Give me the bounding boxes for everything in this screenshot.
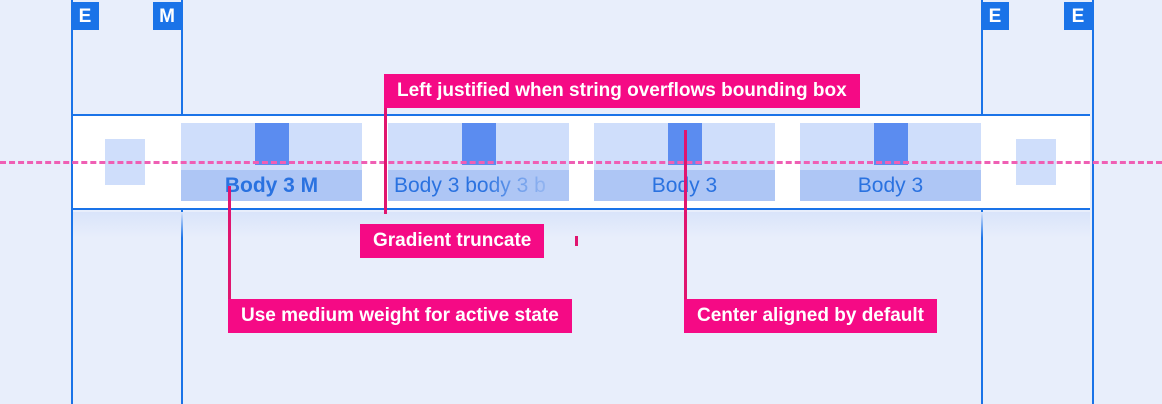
tab-icon-square bbox=[461, 123, 496, 165]
callout-overflow: Left justified when string overflows bou… bbox=[384, 74, 860, 108]
leader-line-center-aligned bbox=[684, 130, 687, 300]
tab-text-band: Body 3 M bbox=[181, 170, 362, 201]
leader-line-gradient bbox=[575, 236, 578, 246]
tab-text-band: Body 3 bbox=[800, 170, 981, 201]
tab-label-2: Body 3 body 3 b bbox=[394, 174, 546, 197]
marker-chip-m: M bbox=[153, 2, 181, 30]
baseline-guide bbox=[0, 161, 1162, 164]
tab-label-1: Body 3 M bbox=[224, 174, 319, 197]
marker-chip-e-right-1: E bbox=[981, 2, 1009, 30]
tab-icon-square bbox=[873, 123, 908, 165]
tab-label-4: Body 3 bbox=[857, 174, 924, 197]
vertical-guide-4 bbox=[1092, 0, 1094, 404]
vertical-guide-1 bbox=[71, 0, 73, 404]
tab-icon-square bbox=[254, 123, 289, 165]
marker-chip-e-left: E bbox=[71, 2, 99, 30]
panel-under-gradient bbox=[73, 212, 1090, 238]
leader-line-overflow bbox=[384, 104, 387, 214]
callout-center-aligned: Center aligned by default bbox=[684, 299, 937, 333]
callout-gradient-truncate: Gradient truncate bbox=[360, 224, 545, 258]
callout-medium-weight: Use medium weight for active state bbox=[228, 299, 572, 333]
leader-line-medium-weight bbox=[228, 186, 231, 300]
marker-chip-e-right-2: E bbox=[1064, 2, 1092, 30]
tab-text-band: Body 3 body 3 b bbox=[388, 170, 569, 201]
